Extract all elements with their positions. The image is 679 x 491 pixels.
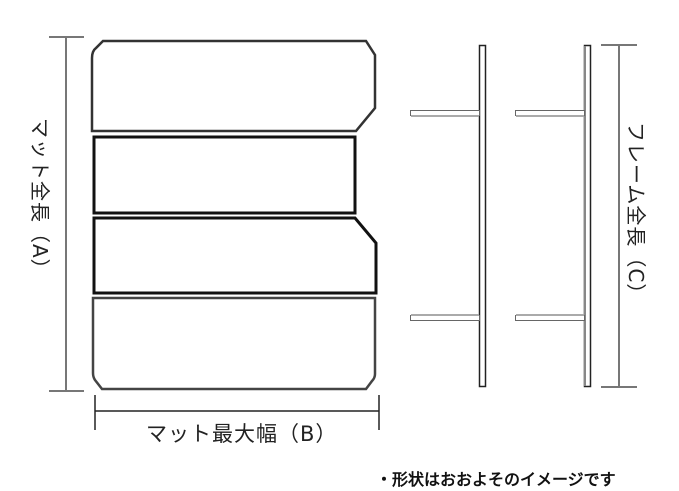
frame-length-label: フレーム全長（C）	[624, 122, 648, 305]
mat-piece-3	[92, 216, 378, 295]
shape-disclaimer-note: ・形状はおおよそのイメージです	[376, 470, 616, 489]
mat-piece-1	[90, 39, 377, 133]
dimension-a	[49, 36, 84, 392]
mat-pieces	[90, 39, 378, 391]
mat-length-label: マット全長（A）	[28, 118, 52, 280]
frame-2	[515, 44, 592, 388]
dimension-c	[601, 44, 637, 388]
mat-width-label: マット最大幅（B）	[146, 422, 338, 446]
dimension-b	[94, 395, 380, 430]
frame-1	[410, 44, 487, 388]
mat-piece-2	[92, 135, 357, 215]
mat-piece-4	[91, 296, 377, 391]
